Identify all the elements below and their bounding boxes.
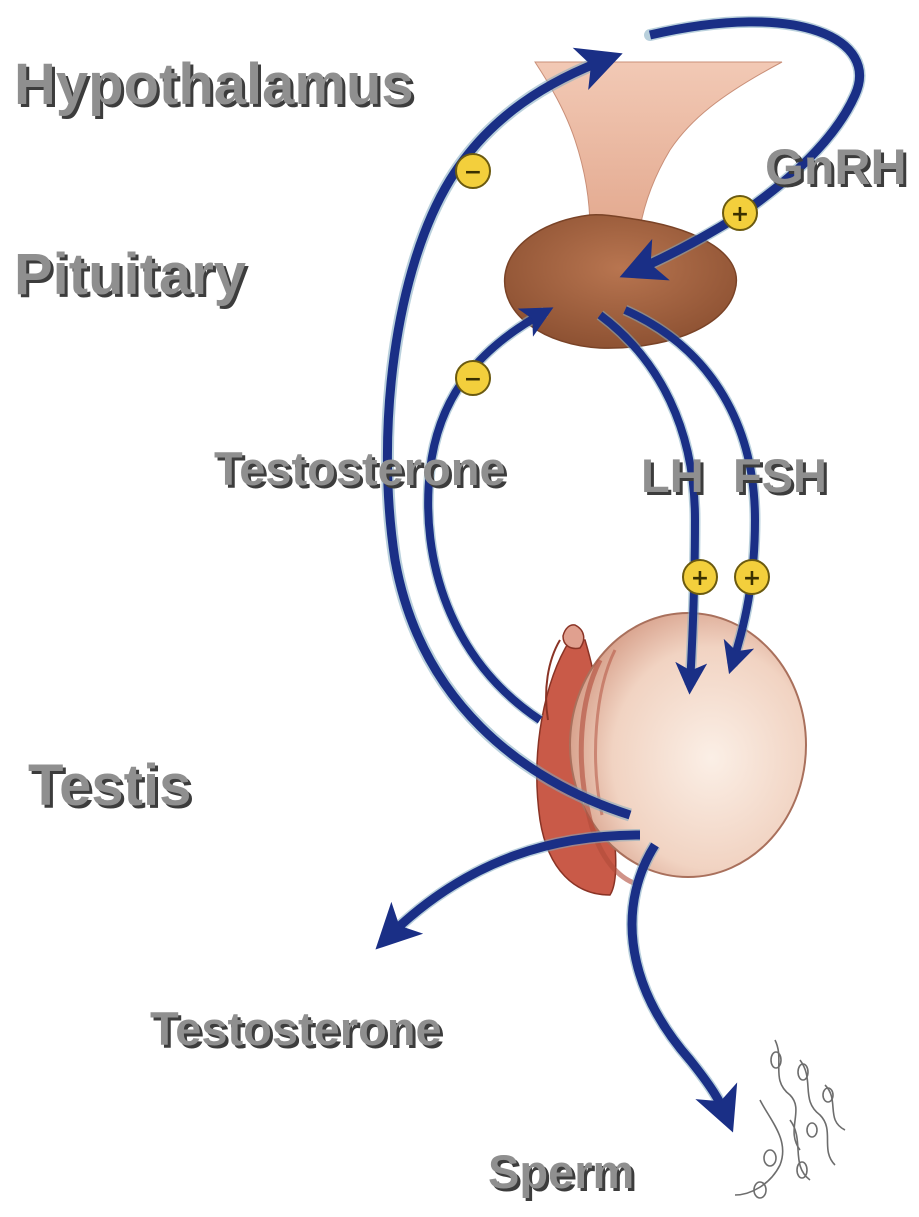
- testis-drawing: [537, 613, 806, 895]
- testosterone-upper-label: Testosterone: [214, 445, 506, 492]
- svg-text:−: −: [464, 367, 482, 392]
- svg-text:−: −: [464, 160, 482, 185]
- stimulate-badge-fsh: +: [735, 560, 769, 594]
- svg-text:+: +: [731, 202, 749, 227]
- sperm-output-arrow: [632, 845, 728, 1120]
- gnrh-label: GnRH: [765, 142, 907, 192]
- lh-label: LH: [641, 452, 704, 499]
- inhibit-badge-pituitary: −: [456, 361, 490, 395]
- hypothalamus-label: Hypothalamus: [14, 56, 414, 114]
- stimulate-badge-lh: +: [683, 560, 717, 594]
- testosterone-lower-label: Testosterone: [150, 1005, 442, 1052]
- testis-label: Testis: [28, 757, 191, 815]
- fsh-label: FSH: [733, 452, 827, 499]
- inhibit-badge-hypothalamus: −: [456, 154, 490, 188]
- stimulate-badge-gnrh: +: [723, 196, 757, 230]
- svg-text:+: +: [691, 566, 709, 591]
- sperm-label: Sperm: [488, 1148, 634, 1195]
- pituitary-label: Pituitary: [14, 246, 246, 304]
- svg-text:+: +: [743, 566, 761, 591]
- sperm-drawing: [735, 1040, 845, 1198]
